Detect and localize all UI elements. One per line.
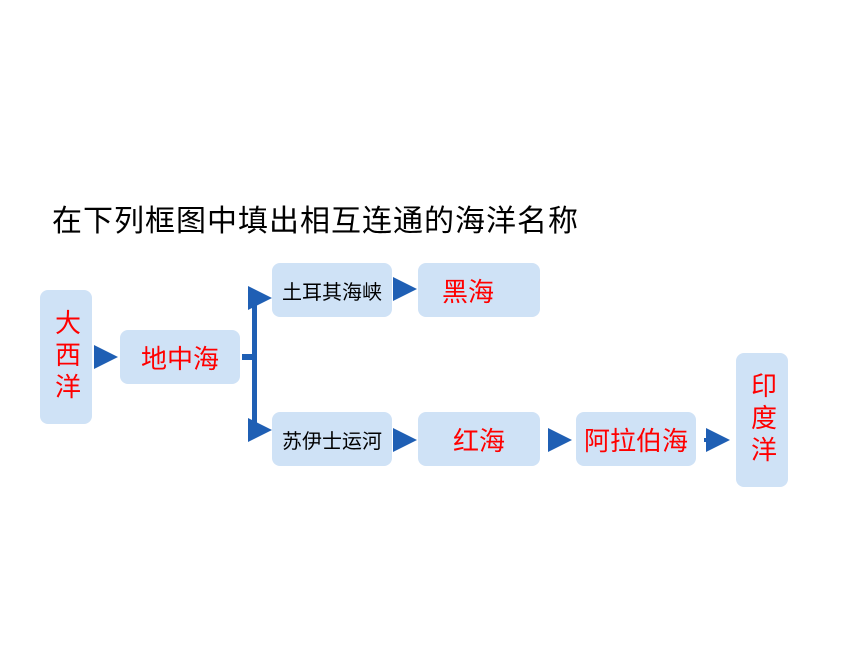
node-indian-ocean: 印度洋 [736,353,788,487]
branch-vertical-bracket [252,296,257,432]
node-turkish-straits: 土耳其海峡 [272,263,392,317]
node-suez-canal: 苏伊士运河 [272,412,392,466]
node-atlantic-label: 大西洋 [50,309,81,405]
node-arabian-sea-label: 阿拉伯海 [583,426,688,457]
node-turkish-straits-label: 土耳其海峡 [282,279,382,304]
node-indian-ocean-label: 印度洋 [746,372,777,468]
node-black-sea: 黑海 [418,263,540,317]
node-atlantic-ocean: 大西洋 [40,290,92,424]
diagram-title: 在下列框图中填出相互连通的海洋名称 [52,204,579,239]
node-red-sea: 红海 [418,412,540,466]
node-mediterranean-label: 地中海 [140,344,219,375]
node-suez-canal-label: 苏伊士运河 [282,428,382,453]
node-arabian-sea: 阿拉伯海 [576,412,696,466]
node-black-sea-label: 黑海 [442,277,495,308]
node-red-sea-label: 红海 [452,426,505,457]
branch-stub-horizontal [242,354,254,360]
node-mediterranean-sea: 地中海 [120,330,240,384]
